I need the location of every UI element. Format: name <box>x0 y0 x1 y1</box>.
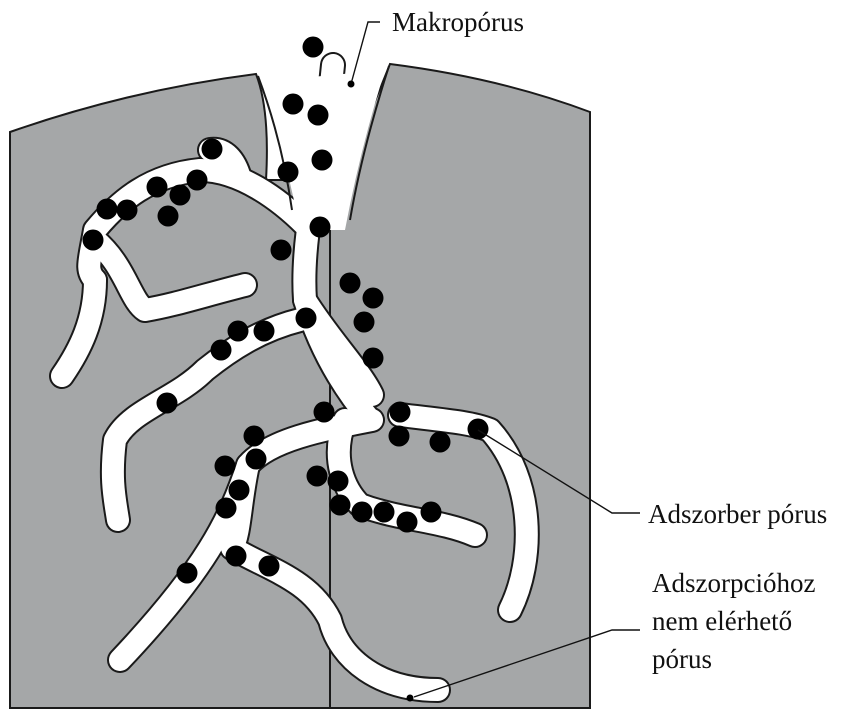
adsorbate-molecule <box>278 162 299 183</box>
adsorbate-molecule <box>303 37 324 58</box>
adsorbate-molecule <box>374 502 395 523</box>
adsorbate-molecule <box>97 199 118 220</box>
adsorbate-molecule <box>170 185 191 206</box>
adsorbate-molecule <box>259 556 280 577</box>
adsorbate-molecule <box>397 512 418 533</box>
adsorbate-molecule <box>158 206 179 227</box>
adsorbate-molecule <box>202 139 223 160</box>
adsorbate-molecule <box>187 170 208 191</box>
adsorber-pore-label: Adszorber pórus <box>648 499 827 529</box>
adsorbate-molecule <box>468 419 489 440</box>
adsorbate-molecule <box>421 502 442 523</box>
adsorbate-molecule <box>296 308 317 329</box>
adsorbate-molecule <box>117 200 138 221</box>
adsorbate-molecule <box>340 273 361 294</box>
inaccessible-pore-label-line2: nem elérhető <box>652 606 792 636</box>
adsorbate-molecule <box>254 321 275 342</box>
adsorbate-molecule <box>363 348 384 369</box>
adsorbate-molecule <box>310 217 331 238</box>
adsorbate-molecule <box>157 393 178 414</box>
adsorbate-molecule <box>177 563 198 584</box>
adsorbate-molecule <box>83 230 104 251</box>
adsorbate-molecule <box>307 466 328 487</box>
adsorbate-molecule <box>147 177 168 198</box>
inaccessible-pore-label-line1: Adszorpcióhoz <box>652 568 815 598</box>
adsorbate-molecule <box>246 449 267 470</box>
adsorbate-molecule <box>229 480 250 501</box>
adsorbate-molecule <box>354 312 375 333</box>
adsorbate-molecule <box>314 402 335 423</box>
adsorbate-molecule <box>352 502 373 523</box>
adsorbate-molecule <box>215 456 236 477</box>
adsorbate-molecule <box>330 495 351 516</box>
adsorbate-molecule <box>228 321 249 342</box>
adsorbate-molecule <box>390 402 411 423</box>
macropore-marker-dot <box>348 81 355 88</box>
adsorbate-molecule <box>308 105 329 126</box>
adsorbate-molecule <box>389 426 410 447</box>
adsorbate-molecule <box>216 498 237 519</box>
adsorbate-molecule <box>430 432 451 453</box>
adsorbate-molecule <box>271 240 292 261</box>
inaccessible-pore-label-line3: pórus <box>652 644 712 674</box>
adsorbate-molecule <box>211 340 232 361</box>
adsorbate-molecule <box>283 94 304 115</box>
adsorbate-molecule <box>328 471 349 492</box>
adsorbate-molecule <box>312 150 333 171</box>
inaccessible-pore-marker-dot <box>407 695 414 702</box>
adsorbate-molecule <box>226 546 247 567</box>
macropore-label: Makropórus <box>392 7 524 37</box>
adsorbate-molecule <box>244 426 265 447</box>
adsorbate-molecule <box>363 288 384 309</box>
